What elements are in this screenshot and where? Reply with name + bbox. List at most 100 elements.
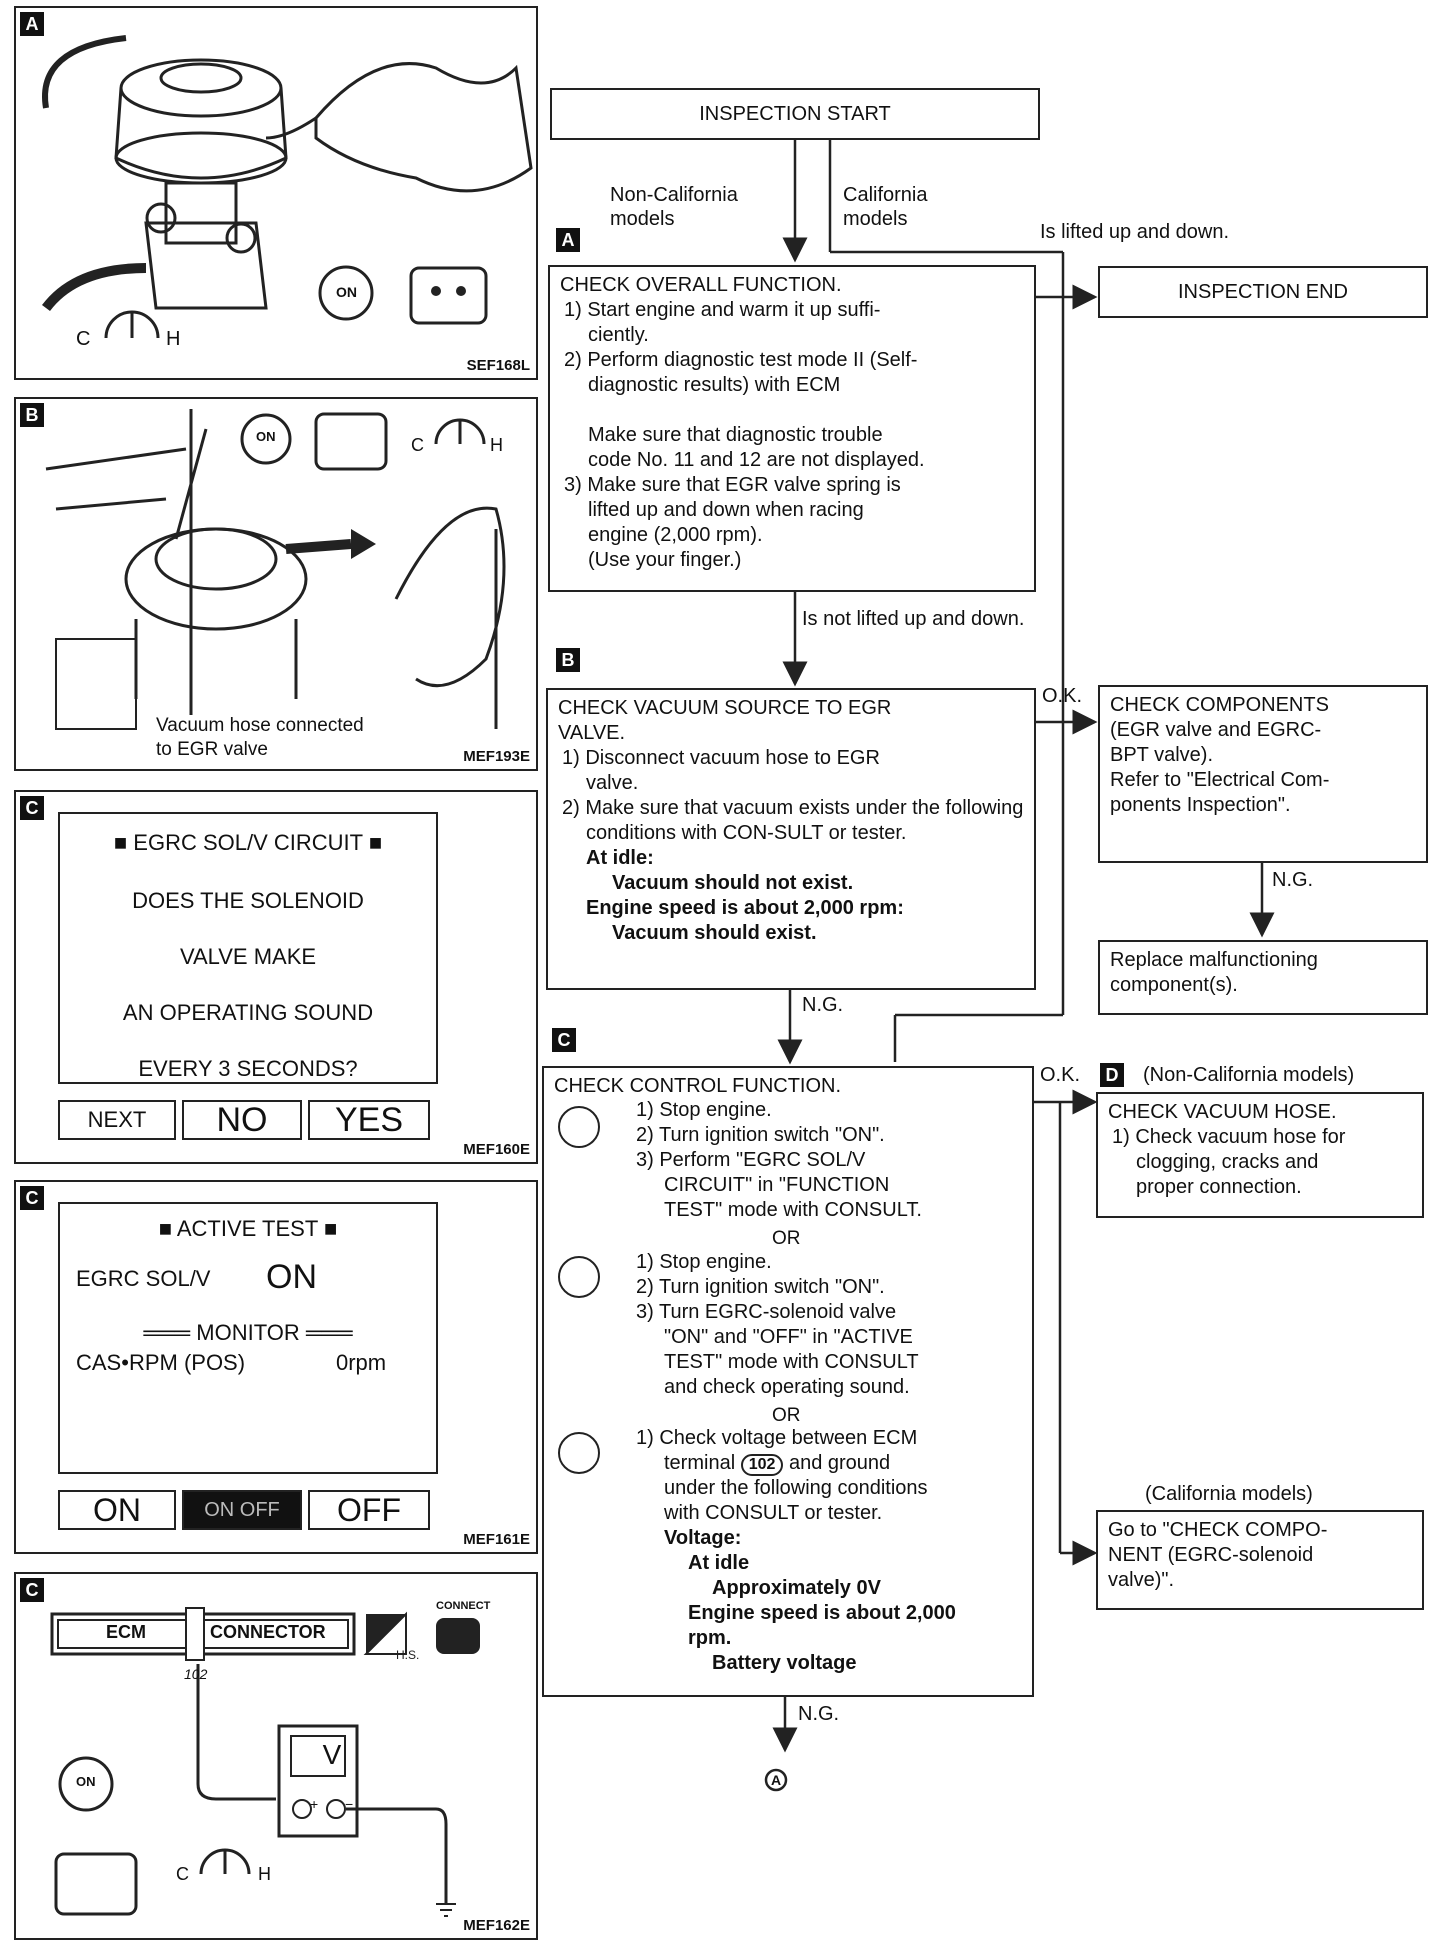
consult-screen: ■ EGRC SOL/V CIRCUIT ■ DOES THE SOLENOID… — [58, 812, 438, 1084]
condition-result: Battery voltage — [712, 1652, 857, 1674]
option-2: 1) Stop engine. 2) Turn ignition switch … — [636, 1250, 1026, 1400]
screen-line: DOES THE SOLENOID — [132, 888, 364, 913]
illustration-panel-b: B ON C H Vacuum hose connected to EGR va… — [14, 397, 538, 771]
box-line: valve)". — [1108, 1569, 1175, 1591]
step-item: engine (2,000 rpm). — [588, 524, 763, 546]
off-button[interactable]: OFF — [308, 1490, 430, 1530]
inspection-start-box: INSPECTION START — [550, 88, 1040, 140]
rpm-value: 0rpm — [336, 1350, 387, 1375]
connect-label: CONNECT — [436, 1600, 491, 1612]
screen-line: AN OPERATING SOUND — [122, 1000, 374, 1025]
condition-label: Engine speed is about 2,000 — [688, 1602, 956, 1624]
key-on-label: ON — [336, 284, 357, 300]
condition-result: Approximately 0V — [712, 1577, 881, 1599]
box-line: component(s). — [1110, 974, 1238, 996]
consult-active-test-panel: C ■ ACTIVE TEST ■ EGRC SOL/V ON ═══ MONI… — [14, 1180, 538, 1554]
condition-label: At idle — [688, 1552, 750, 1574]
yes-button[interactable]: YES — [308, 1100, 430, 1140]
condition-label: At idle: — [586, 847, 654, 869]
consult-screen: ■ ACTIVE TEST ■ EGRC SOL/V ON ═══ MONITO… — [58, 1202, 438, 1474]
box-line: ponents Inspection". — [1110, 794, 1291, 816]
goto-check-component-box: Go to "CHECK COMPO- NENT (EGRC-solenoid … — [1096, 1510, 1424, 1610]
box-line: BPT valve). — [1110, 744, 1213, 766]
ng-label: N.G. — [798, 1703, 840, 1725]
panel-tag: C — [20, 796, 44, 820]
hs-label: H.S. — [396, 1648, 420, 1662]
non-california-note: (Non-California models) — [1143, 1064, 1355, 1086]
option-line: TEST" mode with CONSULT. — [664, 1199, 922, 1221]
rpm-label: CAS•RPM (POS) — [76, 1350, 246, 1375]
screen-title: ■ ACTIVE TEST ■ — [158, 1216, 338, 1241]
option-line: under the following conditions — [664, 1477, 928, 1499]
step-item: 1) Disconnect vacuum hose to EGR valve. — [562, 747, 880, 794]
step-item: 1) Start engine and warm it up suffi- — [564, 299, 881, 321]
option-3: 1) Check voltage between ECM terminal 10… — [636, 1426, 1026, 1676]
box-line: clogging, cracks and — [1136, 1151, 1319, 1173]
or-separator: OR — [768, 1405, 805, 1427]
step-title: CHECK VACUUM SOURCE TO EGR VALVE. — [558, 697, 892, 744]
panel-tag: C — [20, 1578, 44, 1602]
monitor-heading: ═══ MONITOR ═══ — [143, 1320, 353, 1345]
condition-label: rpm. — [688, 1627, 732, 1649]
box-line: (EGR valve and EGRC- — [1110, 719, 1322, 741]
lifted-label: Is lifted up and down. — [1040, 221, 1230, 243]
check-overall-function-box: CHECK OVERALL FUNCTION. 1) Start engine … — [548, 265, 1036, 592]
figure-code: MEF193E — [463, 748, 530, 765]
step-title: CHECK OVERALL FUNCTION. — [560, 274, 842, 296]
step-d-tag: D — [1100, 1063, 1124, 1087]
option-line: 1) Stop engine. — [636, 1099, 772, 1121]
step-item: code No. 11 and 12 are not displayed. — [588, 449, 925, 471]
connector-label: CONNECTOR — [210, 1622, 326, 1642]
ok-label: O.K. — [1040, 1064, 1081, 1086]
condition-result: Vacuum should not exist. — [612, 872, 854, 894]
screen-line: VALVE MAKE — [179, 944, 317, 969]
step-item: 2) Make sure that vacuum exists under th… — [562, 797, 1024, 844]
key-on-label: ON — [76, 1774, 96, 1789]
option-line: 3) Turn EGRC-solenoid valve — [636, 1301, 897, 1323]
option-line: 1) Check voltage between ECM — [636, 1427, 918, 1449]
not-lifted-label: Is not lifted up and down. — [802, 608, 1025, 630]
voltage-check-panel: C ECM CONNECTOR 102 V + − H.S. CONNECT O… — [14, 1572, 538, 1940]
terminal-number: 102 — [184, 1666, 208, 1682]
figure-code: MEF162E — [463, 1917, 530, 1934]
hose-caption-line2: to EGR valve — [156, 739, 268, 761]
option-line: TEST" mode with CONSULT — [664, 1351, 919, 1373]
non-california-label: Non-California models — [610, 184, 738, 230]
panel-tag: A — [20, 12, 44, 36]
option-line: 1) Stop engine. — [636, 1251, 772, 1273]
check-control-function-box: CHECK CONTROL FUNCTION. 1) Stop engine. … — [542, 1066, 1034, 1697]
no-button[interactable]: NO — [182, 1100, 302, 1140]
key-on-label: ON — [256, 429, 276, 444]
gauge-cold-label: C — [76, 328, 91, 350]
on-off-button[interactable]: ON OFF — [182, 1490, 302, 1530]
option-line: "ON" and "OFF" in "ACTIVE — [664, 1326, 913, 1348]
condition-result: Vacuum should exist. — [612, 922, 817, 944]
item-label: EGRC SOL/V — [76, 1266, 211, 1291]
hose-caption-line1: Vacuum hose connected — [156, 715, 364, 737]
egr-valve-illustration — [42, 35, 533, 339]
box-line: 1) Check vacuum hose for — [1112, 1126, 1346, 1148]
box-line: CHECK VACUUM HOSE. — [1108, 1101, 1337, 1123]
option-line: terminal 102 and ground — [664, 1452, 891, 1476]
meter-plus: + — [310, 1796, 319, 1812]
ok-label: O.K. — [1042, 685, 1083, 707]
gauge-cold-label: C — [411, 435, 424, 455]
step-item: 2) Perform diagnostic test mode II (Self… — [564, 349, 918, 371]
next-button[interactable]: NEXT — [58, 1100, 176, 1140]
screen-line: EVERY 3 SECONDS? — [138, 1056, 358, 1081]
item-value: ON — [266, 1258, 317, 1296]
condition-label: Engine speed is about 2,000 rpm: — [586, 897, 904, 919]
meter-minus: − — [345, 1796, 354, 1812]
on-button[interactable]: ON — [58, 1490, 176, 1530]
option-1: 1) Stop engine. 2) Turn ignition switch … — [636, 1098, 1026, 1223]
box-line: Refer to "Electrical Com- — [1110, 769, 1330, 791]
no-consult-icon — [558, 1432, 600, 1474]
step-item: 3) Make sure that EGR valve spring is — [564, 474, 901, 496]
voltage-label: Voltage: — [664, 1527, 742, 1549]
consult-icon — [558, 1106, 600, 1148]
figure-code: SEF168L — [466, 357, 530, 374]
box-line: CHECK COMPONENTS — [1110, 694, 1329, 716]
option-line: and check operating sound. — [664, 1376, 910, 1398]
box-line: Replace malfunctioning — [1110, 949, 1318, 971]
step-a-tag: A — [556, 228, 580, 252]
